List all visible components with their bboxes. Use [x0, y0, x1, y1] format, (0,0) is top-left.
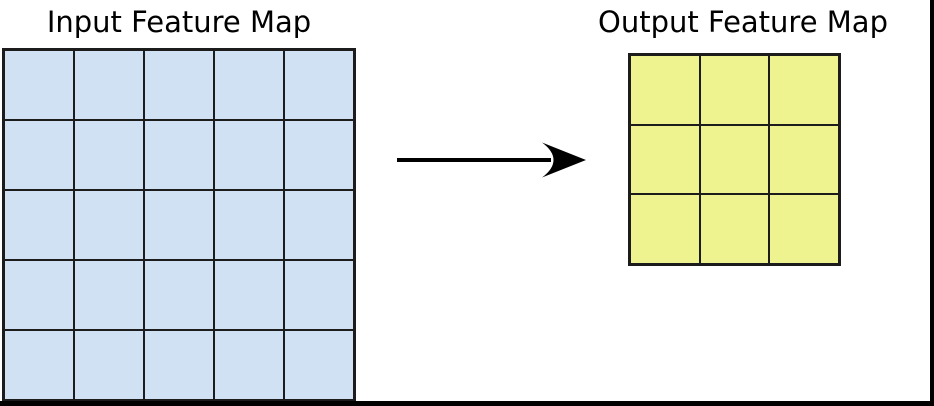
output-map-cell — [630, 124, 700, 195]
output-map-cell — [769, 124, 839, 195]
input-map-cell — [284, 50, 354, 120]
input-map-cell — [284, 260, 354, 330]
input-map-cell — [74, 330, 144, 400]
input-map-cell — [214, 120, 284, 190]
figure-bottom-border — [0, 401, 934, 406]
input-map-cell — [214, 190, 284, 260]
output-map-cell — [769, 194, 839, 264]
input-map-cell — [214, 260, 284, 330]
input-map-cell — [74, 190, 144, 260]
input-map-cell — [4, 330, 74, 400]
output-map-cell — [699, 55, 770, 125]
input-map-cell — [144, 50, 214, 120]
input-map-cell — [144, 190, 214, 260]
input-map-cell — [4, 260, 74, 330]
input-map-cell — [214, 50, 284, 120]
input-map-cell — [214, 330, 284, 400]
input-feature-map-grid — [2, 48, 356, 402]
output-feature-map-title: Output Feature Map — [598, 5, 888, 39]
input-map-cell — [284, 120, 354, 190]
figure-right-border — [930, 0, 934, 406]
output-map-cell — [630, 194, 700, 264]
input-map-cell — [4, 50, 74, 120]
input-map-cell — [4, 190, 74, 260]
arrow-right-icon — [395, 139, 591, 181]
input-map-cell — [4, 120, 74, 190]
input-feature-map-title: Input Feature Map — [46, 5, 312, 39]
input-map-cell — [74, 50, 144, 120]
input-map-cell — [144, 330, 214, 400]
input-map-cell — [144, 120, 214, 190]
output-map-cell — [699, 124, 770, 195]
input-map-cell — [74, 260, 144, 330]
output-map-cell — [699, 194, 770, 264]
input-map-cell — [284, 330, 354, 400]
input-map-cell — [284, 190, 354, 260]
output-map-cell — [630, 55, 700, 125]
output-map-cell — [769, 55, 839, 125]
input-map-cell — [74, 120, 144, 190]
output-feature-map-grid — [628, 53, 841, 266]
input-map-cell — [144, 260, 214, 330]
